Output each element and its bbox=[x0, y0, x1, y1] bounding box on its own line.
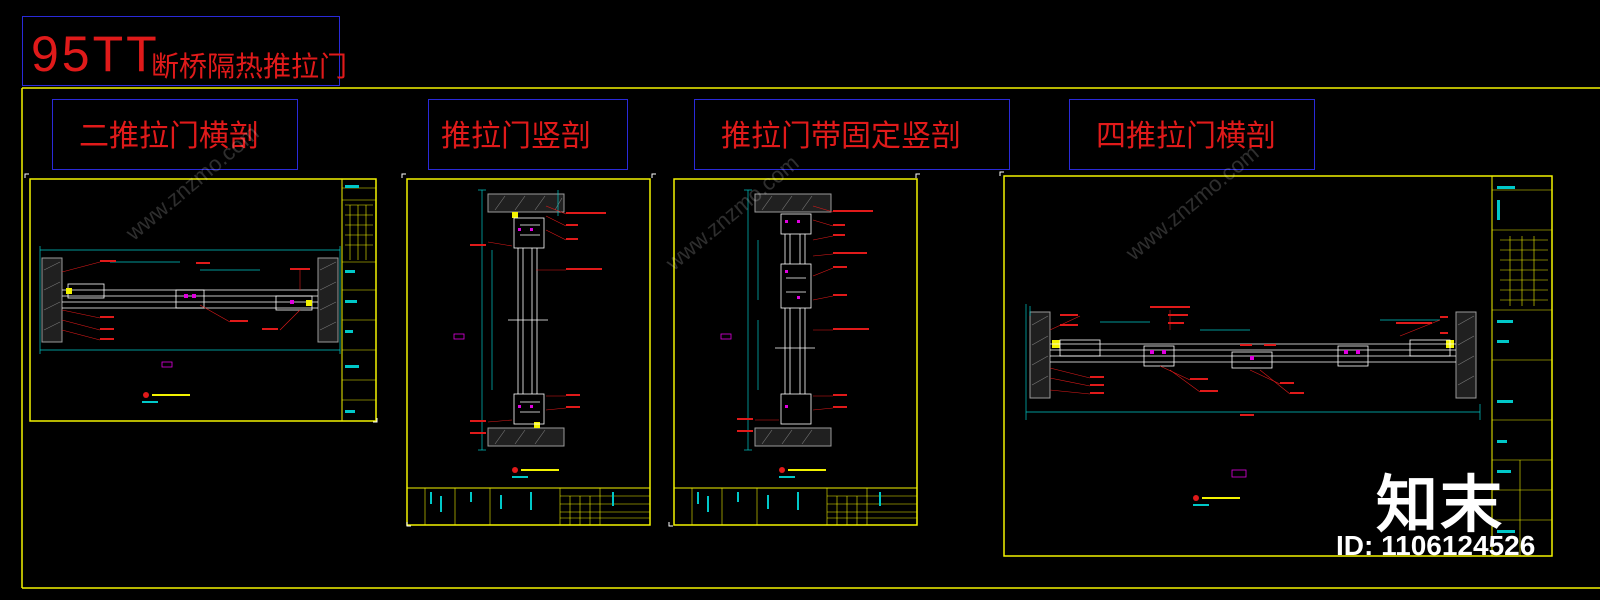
panel-title-vertical-section: 推拉门竖剖 bbox=[441, 119, 591, 154]
watermark-brand-logo: 知末 bbox=[1376, 468, 1505, 541]
panel-title-four-panel-horizontal: 四推拉门横剖 bbox=[1096, 119, 1276, 154]
drawing-title-box: 95TT 断桥隔热推拉门 bbox=[22, 16, 347, 86]
panel-title-vertical-section-fixed: 推拉门带固定竖剖 bbox=[721, 119, 961, 154]
drawing-title-name: 断桥隔热推拉门 bbox=[151, 50, 348, 83]
viewport-corner-marks bbox=[24, 171, 1004, 527]
panel-title-box-1: 二推拉门横剖 bbox=[52, 99, 298, 170]
drawing-title-code: 95TT bbox=[31, 26, 160, 82]
sheet-3-vertical-section-fixed bbox=[673, 178, 918, 526]
panel-title-box-3: 推拉门带固定竖剖 bbox=[694, 99, 1010, 170]
panel-title-box-4: 四推拉门横剖 bbox=[1069, 99, 1315, 170]
sheet-1-two-panel-horizontal-section bbox=[29, 178, 377, 422]
sheet-4-four-panel-horizontal-section bbox=[1003, 175, 1553, 557]
panel-title-box-2: 推拉门竖剖 bbox=[428, 99, 628, 170]
panel-title-two-panel-horizontal: 二推拉门横剖 bbox=[79, 119, 259, 154]
sheet-2-vertical-section bbox=[406, 178, 651, 526]
watermark-image-id: ID: 1106124526 bbox=[1336, 530, 1536, 561]
